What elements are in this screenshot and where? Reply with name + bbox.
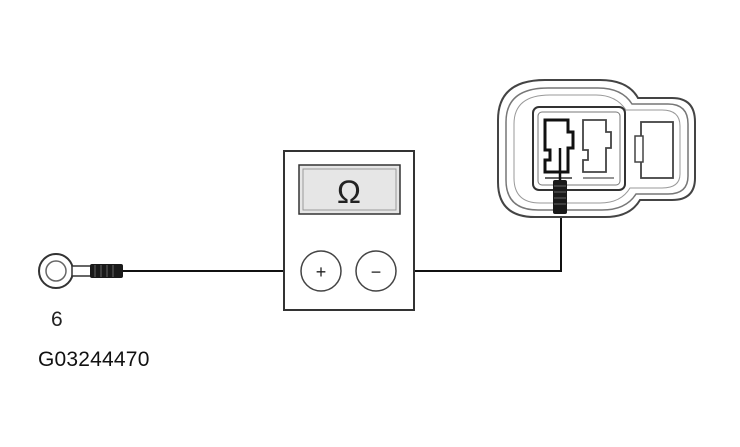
- ohmmeter: Ω + −: [283, 150, 415, 311]
- ohmmeter-screen: [298, 164, 401, 215]
- wire-minus-to-connector: [396, 210, 562, 272]
- ohm-symbol: Ω: [337, 174, 361, 210]
- ground-probe: [90, 264, 123, 278]
- ground-terminal-neck: [71, 265, 93, 277]
- connector-terminal-2: [582, 119, 612, 173]
- connector: [497, 79, 696, 218]
- meter-minus-jack: [355, 250, 397, 292]
- meter-plus-label: +: [316, 262, 327, 282]
- terminal-number-label: 6: [51, 308, 63, 331]
- ground-terminal-ring-inner: [45, 260, 67, 282]
- ground-terminal: [38, 253, 93, 289]
- figure-id: G03244470: [38, 348, 150, 371]
- connector-probe-body: [553, 180, 567, 214]
- meter-plus-jack: [300, 250, 342, 292]
- connector-terminal-1: [543, 118, 575, 174]
- meter-minus-label: −: [371, 262, 382, 282]
- connector-latch: [640, 121, 674, 179]
- connector-probe: [553, 148, 567, 214]
